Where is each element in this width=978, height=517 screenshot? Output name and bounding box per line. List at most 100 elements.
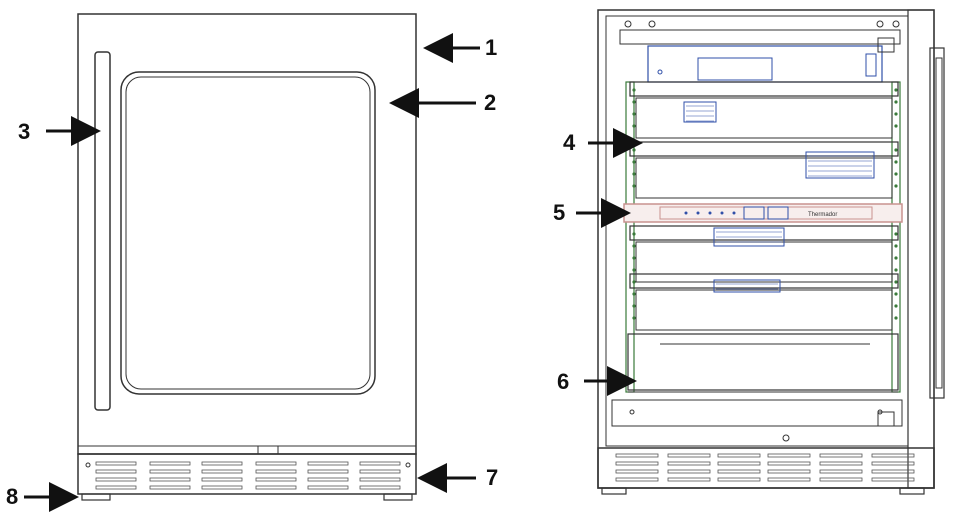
vent-slot	[359, 469, 401, 474]
frame-screw	[624, 20, 632, 28]
vent-slot	[615, 469, 659, 474]
rail-marker	[894, 160, 898, 164]
vent-slot	[615, 477, 659, 482]
rail-marker	[894, 112, 898, 116]
shelf-grille	[805, 151, 875, 179]
rail-marker	[894, 88, 898, 92]
shelf-grille	[683, 101, 717, 123]
fan-screw	[657, 69, 663, 75]
vent-slot	[149, 469, 191, 474]
interior-shelves	[629, 81, 899, 331]
callout-8: 8	[6, 484, 19, 509]
vent-slot	[95, 469, 137, 474]
glass-door-inner	[125, 76, 371, 390]
vent-slot	[149, 477, 191, 482]
right-shelf-rail	[891, 81, 901, 393]
hinge-top	[877, 37, 895, 53]
callout-3: 3	[18, 119, 31, 144]
lower-drawer	[627, 333, 899, 391]
vent-slot	[149, 461, 191, 466]
rail-marker	[632, 280, 636, 284]
cabinet-outline	[77, 13, 417, 455]
interior-foot	[899, 487, 925, 495]
front-view	[77, 13, 417, 501]
callout-5: 5	[553, 200, 566, 225]
control-button	[684, 211, 688, 215]
front-kickplate-vents	[95, 461, 401, 490]
vent-slot	[255, 477, 297, 482]
vent-slot	[307, 485, 349, 490]
brand-label: Thermador	[808, 212, 837, 218]
display-window	[767, 206, 789, 220]
shelf-body	[635, 241, 893, 283]
vent-slot	[149, 485, 191, 490]
frame-screw	[892, 20, 900, 28]
vent-slot	[255, 485, 297, 490]
floor-screw	[629, 409, 635, 415]
rail-marker	[632, 244, 636, 248]
wine-shelf	[629, 141, 899, 157]
rail-marker	[894, 280, 898, 284]
shelf-body	[635, 97, 893, 139]
vent-slot	[307, 469, 349, 474]
rail-marker	[894, 184, 898, 188]
vent-slot	[255, 469, 297, 474]
vent-slot	[615, 461, 659, 466]
rail-marker	[632, 268, 636, 272]
kickplate-screw	[85, 462, 91, 468]
vent-slot	[819, 461, 863, 466]
vent-slot	[95, 477, 137, 482]
vent-slot	[201, 469, 243, 474]
vent-slot	[667, 469, 711, 474]
rail-marker	[894, 304, 898, 308]
kickplate-screw	[405, 462, 411, 468]
rail-marker	[632, 172, 636, 176]
rail-marker	[894, 100, 898, 104]
side-handle-inner	[935, 57, 943, 389]
vent-slot	[359, 461, 401, 466]
vent-slot	[717, 461, 761, 466]
callout-1: 1	[485, 35, 498, 60]
vent-slot	[871, 469, 915, 474]
frame-screw	[876, 20, 884, 28]
door-latch	[257, 445, 279, 455]
interior-foot	[601, 487, 627, 495]
rail-marker	[632, 100, 636, 104]
glass-door-outer	[120, 71, 376, 395]
vent-slot	[819, 469, 863, 474]
vent-slot	[717, 453, 761, 458]
vent-slot	[767, 461, 811, 466]
rail-marker	[894, 244, 898, 248]
rail-marker	[894, 124, 898, 128]
rail-marker	[632, 232, 636, 236]
vent-slot	[201, 461, 243, 466]
drain-bolt	[782, 434, 790, 442]
control-button	[732, 211, 736, 215]
interior-kickplate	[597, 447, 935, 489]
vent-slot	[717, 469, 761, 474]
kickplate	[77, 453, 417, 495]
vent-slot	[819, 453, 863, 458]
fan-housing	[647, 45, 883, 83]
vent-slot	[255, 461, 297, 466]
rail-marker	[632, 184, 636, 188]
leveling-foot	[81, 493, 111, 501]
control-button	[720, 211, 724, 215]
shelf-grille	[713, 279, 781, 293]
sensor-block	[865, 53, 877, 77]
rail-marker	[632, 160, 636, 164]
wine-shelf	[629, 81, 899, 97]
callout-arrows	[24, 33, 643, 512]
shelf-grille	[713, 227, 785, 247]
rail-marker	[894, 232, 898, 236]
vent-slot	[95, 485, 137, 490]
wine-shelf	[629, 273, 899, 289]
vent-slot	[615, 453, 659, 458]
vent-slot	[667, 453, 711, 458]
rail-marker	[632, 256, 636, 260]
rail-marker	[894, 268, 898, 272]
floor-plate	[611, 399, 903, 427]
rail-marker	[632, 316, 636, 320]
callout-2: 2	[484, 90, 497, 115]
